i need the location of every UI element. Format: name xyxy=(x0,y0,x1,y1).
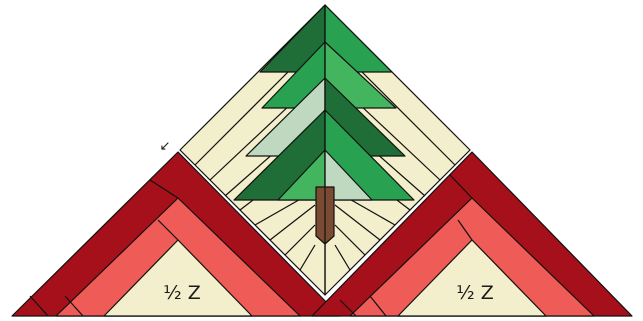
right-triangle-label: ½ Z xyxy=(456,282,493,304)
direction-arrow-icon: ↙ xyxy=(160,139,171,154)
quilt-pieces xyxy=(12,5,632,316)
left-triangle-label: ½ Z xyxy=(163,282,200,304)
